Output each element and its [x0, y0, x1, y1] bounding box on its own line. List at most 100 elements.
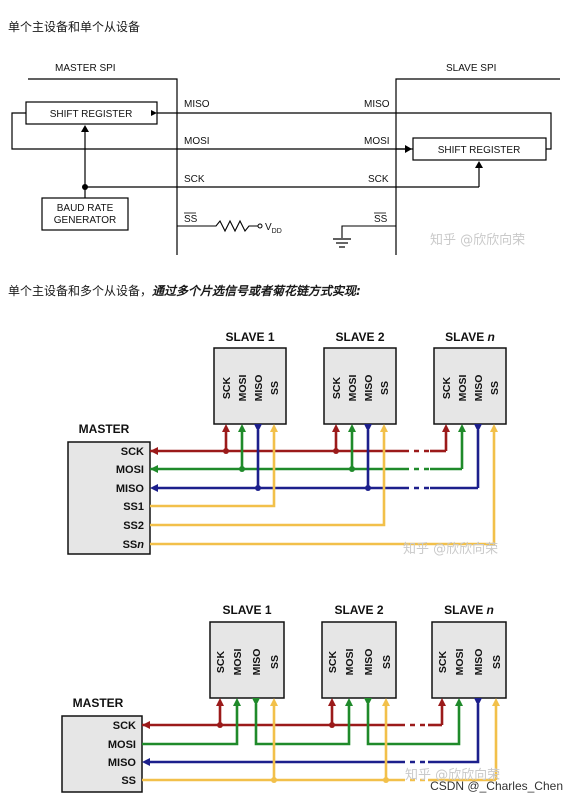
sck-slave-arrow [475, 161, 483, 168]
chain-in-arrow-2 [345, 698, 353, 706]
slave-title-3: SLAVE n [445, 330, 495, 344]
slave-title-2: SLAVE 2 [334, 603, 383, 617]
master-miso-label: MISO [184, 99, 210, 110]
mosi-master-arrow [150, 465, 158, 473]
slave-1-pin-miso: MISO [251, 649, 263, 676]
junction-dot [239, 466, 245, 472]
slave-box-2 [321, 621, 397, 699]
miso-arrow-slave-2 [364, 424, 372, 432]
slave-2-pin-mosi: MOSI [347, 375, 359, 402]
master-pin-ss: SS [121, 775, 136, 787]
mosi-arrow-slave-1 [233, 698, 241, 706]
slave-3-pin-ss: SS [489, 381, 501, 395]
slave-shift-register-label: SHIFT REGISTER [438, 145, 521, 156]
sck-arrow-slave-3 [438, 698, 446, 706]
master-pin-sck: SCK [121, 446, 144, 458]
caption-multi-slave: 单个主设备和多个从设备，通过多个片选信号或者菊花链方式实现: [8, 284, 361, 298]
slave-ss-label: SS [374, 214, 388, 225]
master-pin-ss1: SS1 [123, 501, 144, 513]
slave-1-pin-sck: SCK [215, 650, 227, 673]
junction-dot [383, 777, 389, 783]
slave-1-pin-mosi: MOSI [237, 375, 249, 402]
resistor-icon [177, 219, 258, 233]
sck-arrow-slave-2 [332, 424, 340, 432]
master-pin-ss2: SS2 [123, 520, 144, 532]
caption-single-slave: 单个主设备和单个从设备 [8, 20, 140, 34]
master-pin-sck: SCK [113, 720, 136, 732]
slave-box-3 [433, 347, 507, 425]
slave-3-pin-ss: SS [491, 655, 503, 669]
slave-3-pin-mosi: MOSI [454, 649, 466, 676]
slave-2-pin-ss: SS [379, 381, 391, 395]
slave-1-pin-ss: SS [269, 655, 281, 669]
slave-2-pin-mosi: MOSI [344, 649, 356, 676]
slave-title-1: SLAVE 1 [225, 330, 274, 344]
slave-2-pin-miso: MISO [363, 375, 375, 402]
miso-arrow-slave-1 [254, 424, 262, 432]
master-box [61, 715, 143, 793]
junction-dot [349, 466, 355, 472]
slave-spi-title: SLAVE SPI [446, 63, 496, 74]
sck-arrow-slave-3 [442, 424, 450, 432]
junction-dot [329, 722, 335, 728]
slave-ss-ground-wire [341, 225, 396, 238]
slave-3-pin-sck: SCK [441, 376, 453, 399]
mosi-arrow-slave-2 [348, 424, 356, 432]
slave-2-pin-sck: SCK [331, 376, 343, 399]
master-label: MASTER [73, 696, 124, 710]
sck-arrow-slave-1 [222, 424, 230, 432]
master-spi-boundary [28, 78, 178, 255]
vdd-label: VDD [265, 222, 282, 235]
slave-miso-label: MISO [364, 99, 390, 110]
slave-sck-label: SCK [368, 174, 389, 185]
sck-master-arrow [142, 721, 150, 729]
vdd-terminal [257, 223, 263, 229]
slave-1-pin-mosi: MOSI [232, 649, 244, 676]
slave-spi-boundary [395, 78, 560, 255]
master-label: MASTER [79, 422, 130, 436]
slave-box-2 [323, 347, 397, 425]
sck-master-arrow [150, 447, 158, 455]
junction-dot [217, 722, 223, 728]
baud-label-2: GENERATOR [54, 215, 116, 226]
master-mosi-label: MOSI [184, 136, 210, 147]
ss-arrow-slave-3 [492, 698, 500, 706]
junction-dot [223, 448, 229, 454]
miso-arrow-slave-n [474, 698, 482, 706]
watermark-1: 知乎 @欣欣向荣 [430, 232, 525, 248]
slave-2-pin-ss: SS [381, 655, 393, 669]
slave-title-2: SLAVE 2 [335, 330, 384, 344]
slave-3-pin-sck: SCK [437, 650, 449, 673]
ss2-wire [150, 432, 386, 527]
slave-1-pin-sck: SCK [221, 376, 233, 399]
master-pin-miso: MISO [116, 483, 145, 495]
baud-rate-generator [41, 197, 129, 231]
slave-mosi-label: MOSI [364, 136, 390, 147]
slave-2-pin-sck: SCK [327, 650, 339, 673]
watermark-2: 知乎 @欣欣向荣 [403, 541, 498, 557]
junction-dot [255, 485, 261, 491]
miso-arrow-slave-3 [474, 424, 482, 432]
slave-1-pin-ss: SS [269, 381, 281, 395]
ss-arrow-slave-2 [380, 424, 388, 432]
chain-in-arrow-3 [455, 698, 463, 706]
slave-1-pin-miso: MISO [253, 375, 265, 402]
master-ss-label: SS [184, 214, 198, 225]
slave-title-1: SLAVE 1 [222, 603, 271, 617]
miso-return-n [428, 704, 480, 764]
sck-arrow-slave-1 [216, 698, 224, 706]
master-pin-mosi: MOSI [116, 464, 144, 476]
slave-shift-out-loop [396, 112, 552, 150]
slave-title-3: SLAVE n [444, 603, 494, 617]
slave-2-pin-miso: MISO [363, 649, 375, 676]
slave-box-1 [213, 347, 287, 425]
mosi-arrow-slave-3 [458, 424, 466, 432]
junction-dot [271, 777, 277, 783]
master-shift-register-label: SHIFT REGISTER [50, 109, 133, 120]
ss-arrow-slave-1 [270, 424, 278, 432]
master-spi-title: MASTER SPI [55, 63, 116, 74]
mosi-arrow [405, 145, 412, 153]
slave-3-pin-miso: MISO [473, 649, 485, 676]
